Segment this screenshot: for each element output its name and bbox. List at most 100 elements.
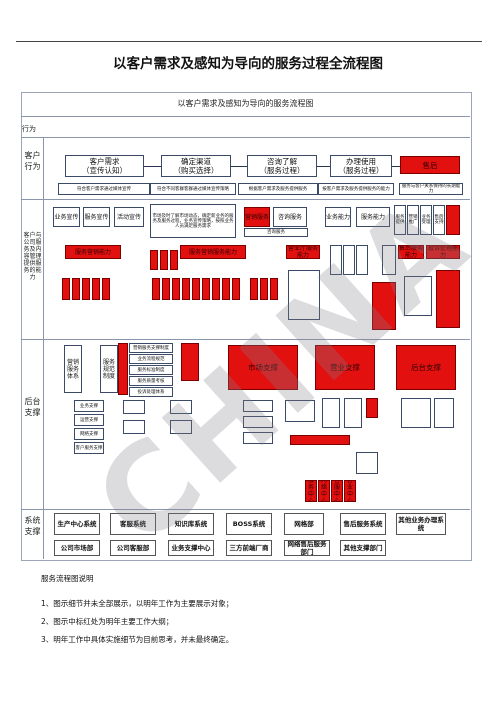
grid-cell: 售后支持 — [433, 205, 445, 235]
support-item — [243, 400, 273, 412]
backoffice-list-item: 营销服务支撑制度 — [129, 343, 173, 353]
flow-arrow — [392, 166, 400, 167]
backoffice-red-bar — [118, 343, 128, 395]
red-column — [152, 278, 160, 300]
grid-cell — [343, 245, 355, 275]
red-column — [192, 278, 200, 300]
lane-company: 客户与公司服务及内容管理提供服务的能力 — [23, 232, 42, 281]
customer-action: 按客户需求及服务提供服务的能力 — [318, 183, 394, 195]
support-item — [123, 400, 145, 414]
stage-aftersale: 售后 — [400, 156, 460, 174]
lane-behavior: 行为 — [22, 125, 36, 133]
channel-service: 服务宣传 — [83, 207, 110, 227]
support-item — [285, 400, 315, 422]
stage-consult: 咨询了解 （服务过程） — [247, 155, 317, 177]
customer-action: 符合客户需求通过媒体宣传 — [58, 183, 150, 195]
divider — [21, 199, 470, 200]
red-column — [62, 278, 70, 300]
grid-cell — [356, 245, 368, 275]
support-item — [170, 420, 192, 434]
divider — [21, 116, 470, 117]
support-item — [243, 432, 273, 444]
system-box: 生产中心系统 — [54, 513, 100, 535]
red-column — [372, 282, 396, 330]
support-item: 网络支撑 — [74, 428, 104, 440]
flow-arrow — [231, 166, 247, 167]
red-capability: 售后服务能力 — [398, 245, 424, 259]
red-column — [222, 278, 230, 300]
backoffice-list-item: 投诉处理体系 — [129, 387, 173, 397]
dept-box: 网络售后服务部门 — [284, 540, 330, 556]
backoffice-list-item: 业务流程规范 — [129, 354, 173, 364]
red-column — [232, 278, 240, 300]
channel-activity: 活动宣传 — [114, 207, 144, 227]
customer-action: 服务与客户关系保持的长期能力 — [399, 183, 463, 195]
red-column — [172, 278, 180, 300]
support-item: 运营支撑 — [74, 414, 104, 426]
grid-cell: 服务提供 — [394, 205, 406, 235]
red-column — [250, 278, 258, 300]
consult-note: 咨询服务 — [244, 228, 308, 237]
support-item: 客户服务支撑 — [74, 442, 104, 454]
dept-box: 三方前端厂商 — [226, 540, 272, 556]
lane-system: 系统支撑 — [24, 516, 41, 536]
support-item — [123, 420, 145, 434]
red-capability: 服务营销能力 — [65, 245, 121, 259]
red-column — [102, 278, 110, 300]
plan-text: 市场及时了解市场动态，确定新业务的服务及服务过程，业务宣传策略，按照业务人员满足… — [150, 204, 236, 238]
red-column — [82, 278, 90, 300]
divider — [21, 339, 470, 340]
notes-caption: 服务流程图说明 — [41, 574, 94, 583]
red-capability: 营业厅服务能力 — [286, 245, 320, 259]
red-capability: 服务营销服务能力 — [180, 245, 246, 259]
channel-business: 业务宣传 — [53, 207, 80, 227]
service-business: 业务能力 — [325, 207, 351, 227]
note-item: 2、图示中标红处为明年主要工作大纲； — [41, 617, 174, 626]
block-market-support: 市场支撑 — [228, 345, 298, 390]
block-business-support: 营业支撑 — [315, 345, 375, 390]
dept-box: 公司市场部 — [54, 540, 100, 556]
support-item — [170, 400, 192, 414]
consult-stack — [288, 270, 320, 320]
stage-customer-need: 客户需求 （宣传认知） — [65, 155, 144, 177]
red-column — [212, 278, 220, 300]
system-box: 客服系统 — [110, 513, 156, 535]
grid-cell — [382, 245, 396, 275]
service-ability: 服务能力 — [356, 207, 390, 227]
mini-red-bar — [290, 435, 350, 445]
diagram-heading: 以客户需求及感知为导向的服务流程图 — [177, 99, 314, 108]
support-item — [344, 398, 362, 428]
stage-handle: 办理使用 （服务过程） — [330, 155, 392, 177]
system-box: BOSS系统 — [226, 513, 272, 535]
mini-red: 服务中心 — [305, 480, 317, 502]
red-column — [202, 278, 210, 300]
backoffice-label: 服务规范制度 — [100, 345, 118, 393]
customer-action: 符合不同客群客群通过媒体宣传策略 — [150, 183, 236, 195]
system-box: 售后服务系统 — [340, 513, 386, 535]
backoffice-list-item: 服务质量考核 — [129, 376, 173, 386]
note-item: 3、明年工作中具体实施细节为目前思考，并未最终确定。 — [41, 635, 234, 644]
dept-box: 公司客服部 — [110, 540, 156, 556]
grid-cell — [330, 245, 342, 275]
flow-arrow — [317, 166, 330, 167]
mini-red: 营业中心 — [344, 480, 356, 502]
diagram-frame — [21, 92, 472, 561]
red-column — [72, 278, 80, 300]
dept-box: 业务支撑中心 — [168, 540, 214, 556]
mini-red: 客服中心 — [331, 480, 343, 502]
backoffice-label: 营销服务体系 — [64, 345, 82, 393]
support-item — [401, 398, 431, 428]
aftersale-note — [404, 276, 432, 316]
customer-action: 根据客户需求及服务提供服务 — [238, 183, 318, 195]
red-column — [92, 278, 100, 300]
top-rule — [16, 41, 482, 42]
support-red — [366, 398, 378, 418]
stage-channel: 确定渠道 （购买选择） — [161, 155, 231, 177]
support-item — [434, 398, 454, 428]
red-capability: 投诉处理能力 — [426, 245, 460, 259]
red-column — [160, 250, 168, 270]
mini-red: 网络中心 — [318, 480, 330, 502]
note-item: 1、图示细节并未全部展示，以明年工作为主要展示对象； — [41, 599, 234, 608]
divider — [21, 509, 470, 510]
system-box: 其他业务办理系统 — [396, 513, 446, 535]
